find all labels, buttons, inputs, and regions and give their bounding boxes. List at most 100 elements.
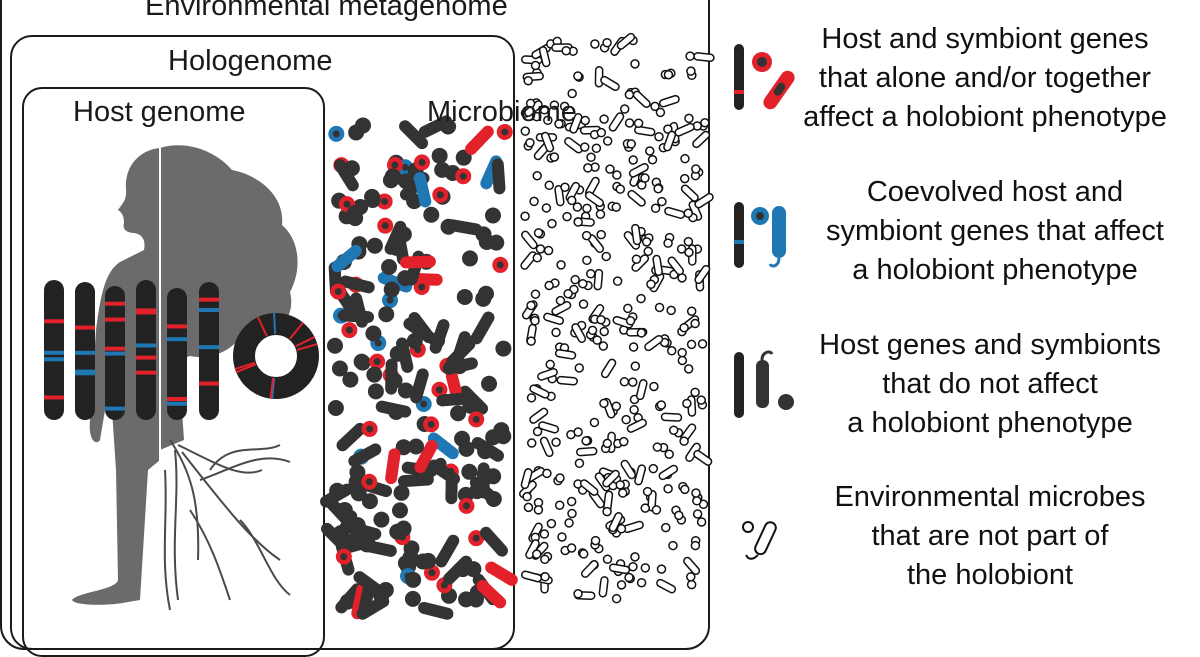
- env-microbe-rod: [631, 223, 642, 246]
- env-microbe: [686, 579, 697, 590]
- env-microbe: [624, 118, 635, 128]
- env-microbe: [683, 236, 694, 247]
- microbe-cell: [456, 288, 473, 305]
- microbe-rod: [353, 571, 385, 598]
- env-microbe-rod: [594, 66, 604, 88]
- env-microbe: [601, 251, 611, 262]
- env-microbe: [624, 572, 634, 583]
- env-microbe: [539, 105, 550, 115]
- microbe-cell: [349, 464, 366, 481]
- env-microbe: [616, 524, 627, 534]
- env-microbe: [532, 426, 543, 437]
- env-microbe: [686, 306, 697, 316]
- env-microbe: [526, 336, 536, 346]
- env-microbe: [599, 398, 609, 409]
- env-microbe: [663, 238, 673, 248]
- env-microbe-rod: [593, 268, 604, 291]
- env-microbe-rod: [626, 418, 647, 433]
- env-microbe-rod: [612, 315, 634, 329]
- env-microbe-rod: [608, 112, 625, 132]
- env-microbe: [523, 76, 533, 86]
- env-microbe: [542, 468, 552, 479]
- microbe-rod: [442, 357, 478, 375]
- env-microbe: [692, 509, 703, 519]
- microbiome-label: Microbiome: [427, 96, 577, 128]
- microbe-rod: [399, 255, 436, 269]
- microbiome-cells: [320, 115, 518, 620]
- microbe-cell: [395, 439, 412, 456]
- env-microbe: [532, 253, 543, 263]
- chromosome: [44, 280, 64, 420]
- microbe-cell: [458, 440, 475, 457]
- env-microbe: [530, 289, 541, 299]
- env-microbe: [574, 363, 585, 373]
- microbe-rod: [385, 448, 401, 485]
- env-microbe: [663, 70, 674, 80]
- env-microbe-rod: [602, 469, 620, 488]
- env-microbe: [619, 104, 630, 114]
- env-microbe: [582, 255, 592, 266]
- microbe-rod: [413, 172, 432, 208]
- env-microbe: [655, 107, 666, 118]
- microbe-cell: [485, 490, 502, 507]
- env-microbe: [589, 417, 600, 428]
- env-microbe: [630, 361, 641, 371]
- env-microbe: [581, 230, 592, 241]
- env-microbe-rod: [660, 412, 683, 422]
- env-microbe: [520, 211, 530, 222]
- env-microbe: [626, 139, 636, 149]
- microbe-cell: [450, 405, 467, 422]
- env-microbe: [619, 436, 629, 447]
- legend-icon-coevolved: [734, 202, 786, 268]
- env-microbe: [682, 398, 692, 409]
- env-microbe-rod: [564, 137, 583, 154]
- microbe-cell: [461, 463, 478, 480]
- microbe-rod: [485, 561, 518, 586]
- env-microbe: [526, 300, 536, 311]
- env-microbe: [555, 295, 566, 306]
- microbe-rod: [465, 125, 494, 155]
- env-microbe: [663, 484, 673, 494]
- env-microbe: [680, 484, 690, 495]
- env-microbe-rod: [634, 464, 647, 486]
- chromosome: [136, 280, 156, 420]
- env-microbe: [551, 437, 561, 447]
- env-microbe: [611, 401, 622, 411]
- env-microbe: [567, 195, 577, 206]
- microbe-cell: [361, 493, 378, 510]
- microbe-cell: [398, 173, 415, 190]
- env-microbe: [535, 244, 546, 254]
- env-microbe: [679, 436, 689, 446]
- env-microbe: [532, 549, 542, 559]
- env-microbe-rod: [694, 264, 711, 285]
- env-microbe: [596, 229, 606, 240]
- env-microbe-rod: [658, 94, 680, 108]
- env-microbe: [690, 318, 700, 329]
- env-microbe: [656, 564, 667, 574]
- env-microbe: [631, 254, 642, 264]
- chromosomes: [44, 280, 219, 420]
- env-microbe: [525, 137, 535, 148]
- env-microbe: [592, 335, 602, 345]
- env-microbe: [700, 117, 710, 128]
- env-microbe: [636, 328, 647, 338]
- env-microbe-rod: [543, 312, 565, 325]
- env-microbe: [543, 245, 554, 256]
- env-microbe: [554, 119, 564, 129]
- env-microbe-rod: [520, 251, 538, 270]
- env-microbe: [539, 529, 550, 539]
- env-microbe: [668, 540, 678, 551]
- microbe-cell: [478, 233, 495, 250]
- microbe-cell: [348, 124, 365, 141]
- microbe-cell: [393, 484, 410, 501]
- env-microbe: [578, 278, 588, 289]
- env-microbe: [532, 170, 542, 181]
- env-microbe: [696, 517, 707, 527]
- env-microbe: [683, 208, 693, 218]
- legend-icon-environmental: [742, 521, 777, 560]
- env-microbe: [522, 491, 532, 502]
- env-microbe: [573, 71, 583, 81]
- env-microbe: [563, 288, 573, 299]
- env-microbe: [697, 339, 708, 349]
